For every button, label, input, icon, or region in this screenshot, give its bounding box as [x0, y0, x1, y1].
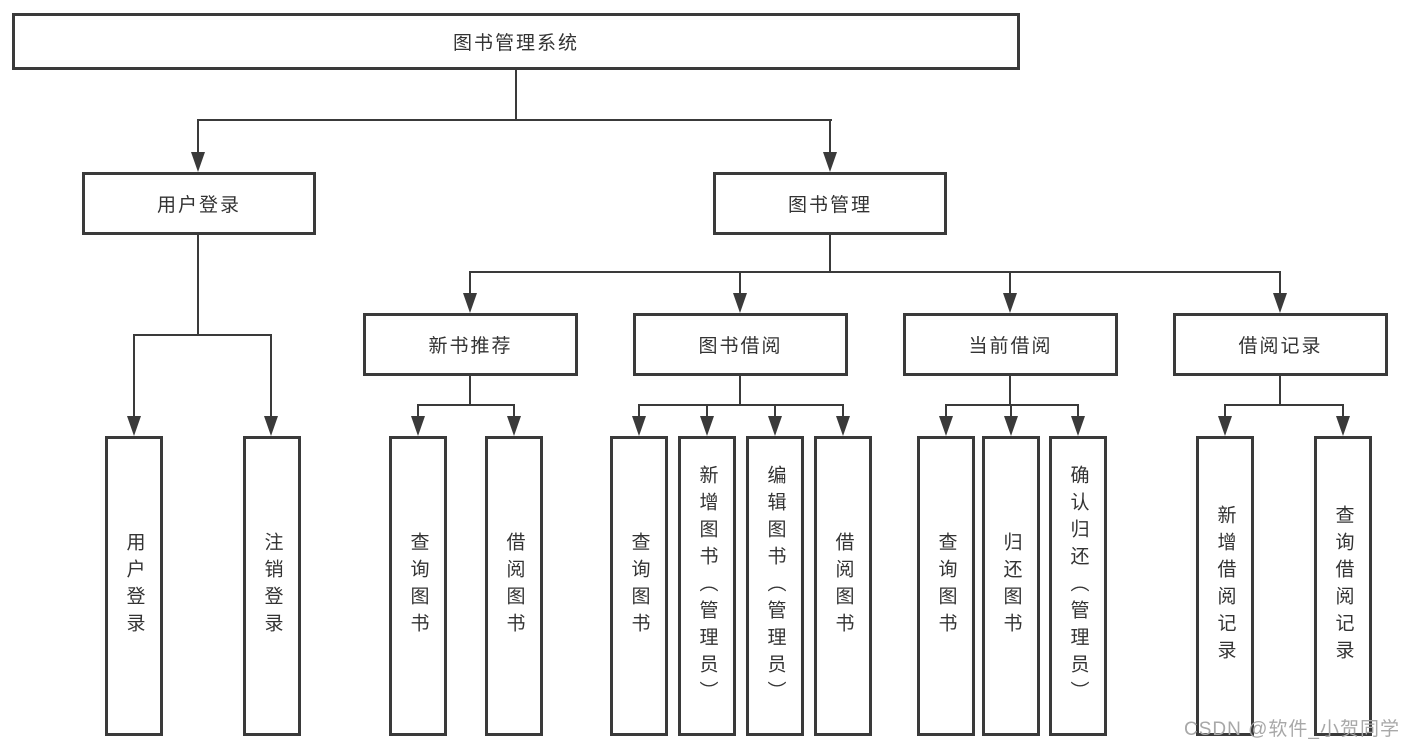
connector-root-stem — [515, 70, 517, 120]
arrowhead-icon — [411, 416, 425, 436]
arrowhead-icon — [768, 416, 782, 436]
connector-drop-leaf-login — [133, 334, 135, 418]
connector-book-borrow-split — [638, 404, 844, 406]
connector-drop-book-management — [829, 119, 831, 154]
node-user-login: 用户登录 — [82, 172, 316, 235]
connector-drop — [706, 404, 708, 418]
leaf-user-login: 用户登录 — [105, 436, 163, 736]
arrowhead-icon — [507, 416, 521, 436]
connector-borrow-record-split — [1224, 404, 1344, 406]
connector-book-management-split — [469, 271, 1281, 273]
connector-drop-book-borrow — [739, 271, 741, 295]
leaf-confirm-return-admin: 确认归还（管理员） — [1049, 436, 1107, 736]
leaf-add-books-admin: 新增图书（管理员） — [678, 436, 736, 736]
node-label: 当前借阅 — [968, 336, 1053, 357]
connector-drop-borrow-record — [1279, 271, 1281, 295]
connector-root-split — [197, 119, 832, 121]
connector-drop — [842, 404, 844, 418]
node-library-management-system: 图书管理系统 — [12, 13, 1020, 70]
node-label: 新书推荐 — [428, 336, 513, 357]
connector-new-book-stem — [469, 376, 471, 406]
arrowhead-icon — [1336, 416, 1350, 436]
arrowhead-leaf-logout-icon — [264, 416, 278, 436]
arrowhead-user-login-icon — [191, 152, 205, 172]
arrowhead-icon — [1071, 416, 1085, 436]
connector-drop — [1077, 404, 1079, 418]
connector-current-borrow-stem — [1009, 376, 1011, 406]
connector-book-borrow-stem — [739, 376, 741, 406]
arrowhead-icon — [700, 416, 714, 436]
leaf-edit-books-admin: 编辑图书（管理员） — [746, 436, 804, 736]
leaf-query-books: 查询图书 — [917, 436, 975, 736]
arrowhead-leaf-login-icon — [127, 416, 141, 436]
connector-drop — [945, 404, 947, 418]
connector-drop — [1224, 404, 1226, 418]
node-label: 用户登录 — [156, 195, 241, 216]
node-label: 查询图书 — [935, 532, 957, 640]
node-label: 借阅记录 — [1238, 336, 1323, 357]
leaf-logout: 注销登录 — [243, 436, 301, 736]
node-label: 编辑图书（管理员） — [764, 464, 786, 708]
node-label: 查询借阅记录 — [1332, 505, 1354, 667]
arrowhead-icon — [836, 416, 850, 436]
node-new-book-recommend: 新书推荐 — [363, 313, 578, 376]
connector-drop — [638, 404, 640, 418]
arrowhead-icon — [939, 416, 953, 436]
connector-drop — [1342, 404, 1344, 418]
connector-drop-current-borrow — [1009, 271, 1011, 295]
connector-drop — [1010, 404, 1012, 418]
arrowhead-current-borrow-icon — [1003, 293, 1017, 313]
node-borrowing-records: 借阅记录 — [1173, 313, 1388, 376]
connector-user-login-split — [133, 334, 272, 336]
connector-drop-user-login — [197, 119, 199, 154]
arrowhead-icon — [1004, 416, 1018, 436]
connector-book-management-stem — [829, 235, 831, 273]
leaf-borrow-books: 借阅图书 — [814, 436, 872, 736]
node-label: 图书管理系统 — [452, 33, 579, 54]
node-label: 新增借阅记录 — [1214, 505, 1236, 667]
node-label: 查询图书 — [407, 532, 429, 640]
leaf-query-borrow-record: 查询借阅记录 — [1314, 436, 1372, 736]
node-current-borrowing: 当前借阅 — [903, 313, 1118, 376]
connector-drop — [513, 404, 515, 418]
connector-new-book-split — [417, 404, 515, 406]
node-label: 借阅图书 — [832, 532, 854, 640]
arrowhead-book-borrow-icon — [733, 293, 747, 313]
node-label: 借阅图书 — [503, 532, 525, 640]
leaf-return-books: 归还图书 — [982, 436, 1040, 736]
leaf-borrow-books: 借阅图书 — [485, 436, 543, 736]
connector-drop-new-book — [469, 271, 471, 295]
connector-user-login-stem — [197, 235, 199, 335]
arrowhead-icon — [1218, 416, 1232, 436]
connector-drop-leaf-logout — [270, 334, 272, 418]
connector-drop — [774, 404, 776, 418]
arrowhead-borrow-record-icon — [1273, 293, 1287, 313]
csdn-watermark: CSDN @软件_小贺同学 — [1184, 719, 1400, 740]
node-label: 图书管理 — [787, 195, 872, 216]
leaf-add-borrow-record: 新增借阅记录 — [1196, 436, 1254, 736]
arrowhead-new-book-icon — [463, 293, 477, 313]
node-book-borrowing: 图书借阅 — [633, 313, 848, 376]
node-label: 确认归还（管理员） — [1067, 464, 1089, 708]
node-label: 用户登录 — [123, 532, 145, 640]
node-label: 图书借阅 — [698, 336, 783, 357]
node-label: 归还图书 — [1000, 532, 1022, 640]
node-label: 查询图书 — [628, 532, 650, 640]
arrowhead-icon — [632, 416, 646, 436]
arrowhead-book-management-icon — [823, 152, 837, 172]
node-label: 注销登录 — [261, 532, 283, 640]
connector-drop — [417, 404, 419, 418]
node-label: 新增图书（管理员） — [696, 464, 718, 708]
leaf-query-books: 查询图书 — [389, 436, 447, 736]
node-book-management: 图书管理 — [713, 172, 947, 235]
connector-borrow-record-stem — [1279, 376, 1281, 406]
leaf-query-books: 查询图书 — [610, 436, 668, 736]
